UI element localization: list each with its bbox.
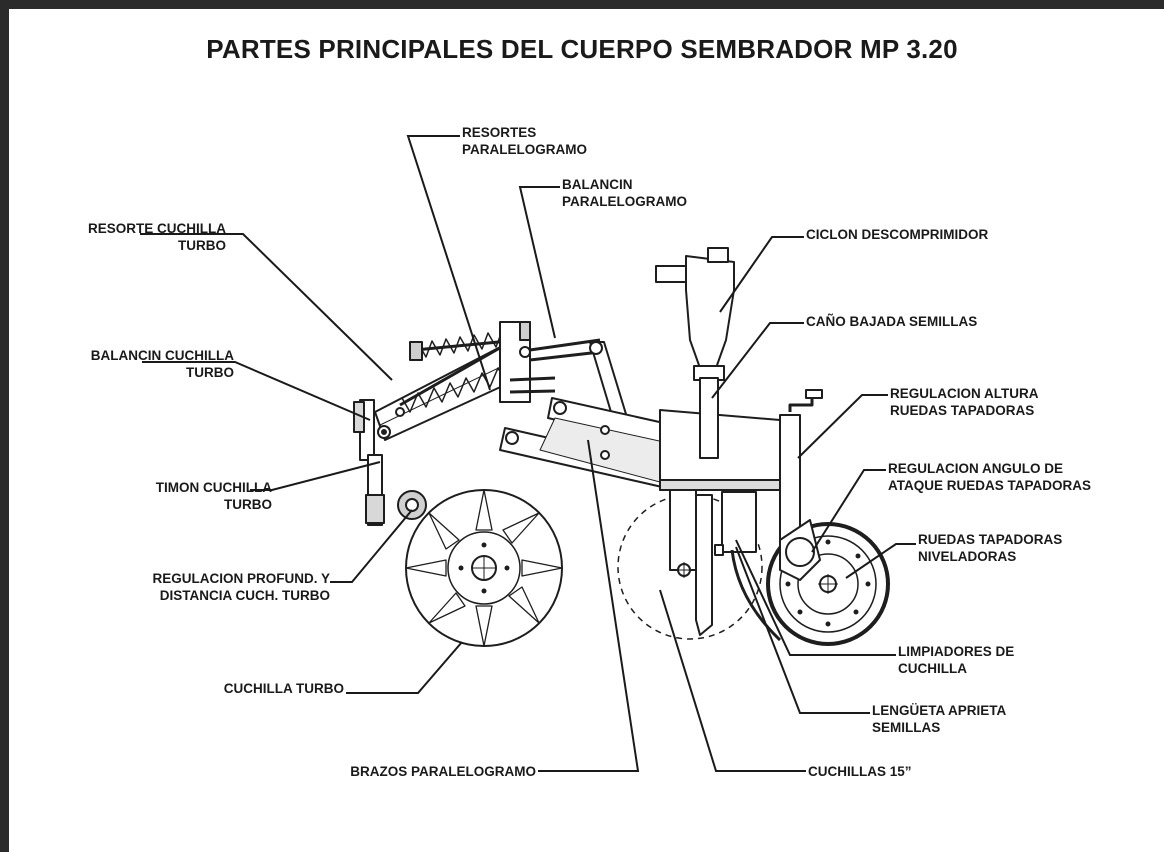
height-adjust-post	[779, 414, 801, 546]
leader-resorte-cuchilla	[140, 233, 393, 381]
leader-ciclon	[719, 236, 804, 313]
leader-ruedas	[845, 543, 916, 579]
leader-limpiadores	[735, 539, 896, 656]
balancin-cuchilla-beam	[374, 341, 521, 441]
leader-balancin-cuchilla	[142, 361, 371, 421]
label-limpiadores: LIMPIADORES DE CUCHILLA	[898, 644, 1015, 676]
main-body-frame	[659, 409, 781, 491]
cleaner-bracket	[721, 491, 757, 553]
seed-firmer-tongue	[730, 549, 782, 642]
leader-regulacion-profund	[330, 509, 413, 583]
leader-balancin-paralelogramo	[518, 186, 560, 339]
leader-regulacion-altura	[797, 394, 888, 459]
coulter-shank	[669, 489, 697, 571]
leader-timon	[250, 461, 381, 491]
label-timon-cuchilla-turbo: TIMON CUCHILLA TURBO	[155, 480, 272, 512]
label-regulacion-altura: REGULACION ALTURA RUEDAS TAPADORAS	[890, 386, 1039, 418]
diagram-title: PARTES PRINCIPALES DEL CUERPO SEMBRADOR …	[206, 34, 958, 64]
label-lengueta: LENGÜETA APRIETA SEMILLAS	[872, 703, 1007, 735]
label-resorte-cuchilla-turbo: RESORTE CUCHILLA TURBO	[88, 221, 226, 253]
label-regulacion-profund: REGULACION PROFUND. Y DISTANCIA CUCH. TU…	[152, 571, 330, 603]
machine-illustration	[353, 247, 890, 647]
leader-cano	[711, 322, 804, 399]
leader-cuchilla-turbo	[346, 641, 463, 694]
label-cuchilla-turbo: CUCHILLA TURBO	[223, 681, 344, 696]
cyclone-body	[685, 255, 735, 369]
label-regulacion-angulo: REGULACION ANGULO DE ATAQUE RUEDAS TAPAD…	[888, 461, 1092, 493]
label-ruedas-tapadoras: RUEDAS TAPADORAS NIVELADORAS	[918, 532, 1063, 564]
leader-lengueta	[735, 546, 870, 714]
seed-tube	[699, 377, 719, 459]
label-brazos-paralelogramo: BRAZOS PARALELOGRAMO	[350, 764, 536, 779]
label-balancin-paralelogramo: BALANCIN PARALELOGRAMO	[562, 177, 687, 209]
label-cano-bajada-semillas: CAÑO BAJADA SEMILLAS	[806, 314, 978, 329]
leader-regulacion-angulo	[811, 469, 886, 553]
label-resortes-paralelogramo: RESORTES PARALELOGRAMO	[462, 125, 587, 157]
leader-lines	[140, 135, 916, 772]
leader-cuchillas	[659, 589, 806, 772]
label-ciclon-descomprimidor: CICLON DESCOMPRIMIDOR	[806, 227, 989, 242]
label-cuchillas-15: CUCHILLAS 15”	[808, 764, 912, 779]
leader-resortes	[406, 135, 491, 391]
label-balancin-cuchilla-turbo: BALANCIN CUCHILLA TURBO	[90, 348, 234, 380]
coulter-disc-outline	[617, 494, 763, 640]
leader-brazos	[538, 439, 640, 772]
